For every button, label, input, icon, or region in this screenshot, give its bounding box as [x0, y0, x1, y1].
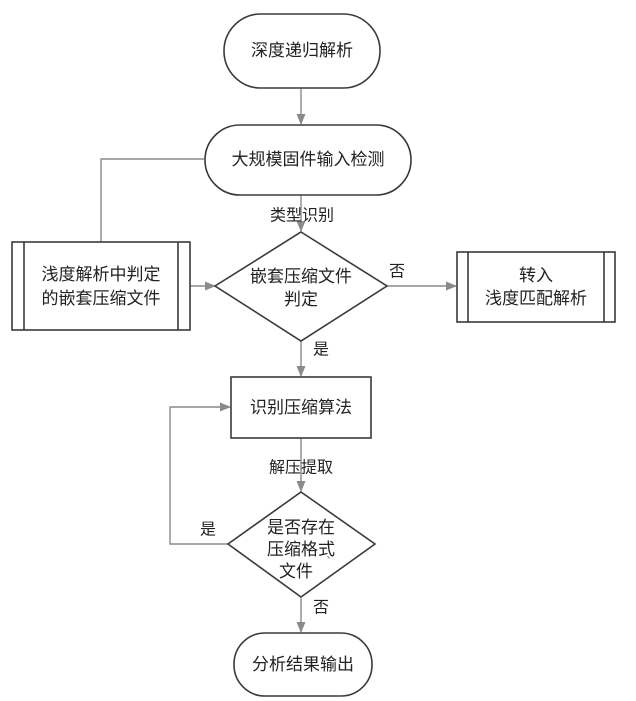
edge-label-no-1: 否: [389, 262, 405, 281]
identify-algo-label: 识别压缩算法: [250, 398, 352, 418]
exists-decision-stray-mark: `: [326, 555, 332, 569]
edge-detect-to-shallow-judged: [100, 158, 204, 242]
edge-label-yes-2: 是: [200, 520, 216, 539]
edge-label-decompress: 解压提取: [269, 458, 333, 477]
nested-decision-node: 嵌套压缩文件 判定: [213, 231, 389, 342]
exists-decision-node: 是否存在 压缩格式 文件 `: [226, 491, 377, 598]
nested-decision-label-line-2: 判定: [284, 290, 318, 310]
to-shallow-node: 转入 浅度匹配解析: [456, 251, 616, 323]
shallow-judged-node: 浅度解析中判定 的嵌套压缩文件: [11, 241, 191, 331]
shallow-judged-label-line-2: 的嵌套压缩文件: [42, 289, 161, 309]
start-node: 深度递归解析: [223, 13, 381, 89]
edge-label-type-identify: 类型识别: [270, 206, 334, 225]
to-shallow-label-line-1: 转入: [519, 266, 553, 286]
nested-decision-label-line-1: 嵌套压缩文件: [250, 267, 352, 287]
shallow-judged-label-line-1: 浅度解析中判定: [42, 265, 161, 285]
to-shallow-label-line-2: 浅度匹配解析: [485, 289, 587, 309]
identify-algo-node: 识别压缩算法: [230, 376, 372, 439]
detect-node-label: 大规模固件输入检测: [232, 150, 385, 170]
edge-label-no-2: 否: [313, 598, 329, 617]
detect-node: 大规模固件输入检测: [204, 124, 412, 196]
edge-label-yes-1: 是: [313, 340, 329, 359]
exists-decision-label-line-1: 是否存在: [267, 518, 335, 538]
exists-decision-label-line-2: 压缩格式: [267, 540, 335, 560]
exists-decision-label-line-3: 文件: [279, 562, 313, 582]
connectors: [100, 88, 458, 634]
edge-exists-yes-loop: [169, 402, 232, 545]
start-node-label: 深度递归解析: [251, 41, 353, 61]
output-node: 分析结果输出: [233, 632, 373, 697]
output-node-label: 分析结果输出: [252, 655, 354, 675]
